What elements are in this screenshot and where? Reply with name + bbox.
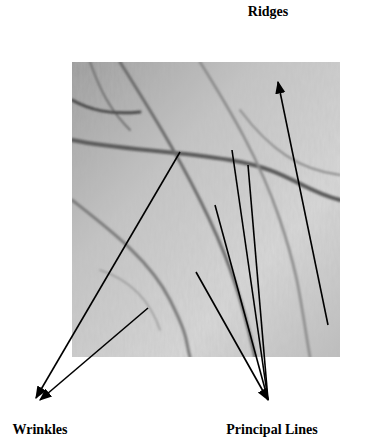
part-label: Wrinkles bbox=[13, 422, 68, 437]
leader-lines bbox=[36, 82, 328, 400]
part-label: Ridges bbox=[248, 4, 288, 19]
palm-image bbox=[72, 62, 340, 357]
part-label: Principal Lines bbox=[226, 422, 317, 437]
